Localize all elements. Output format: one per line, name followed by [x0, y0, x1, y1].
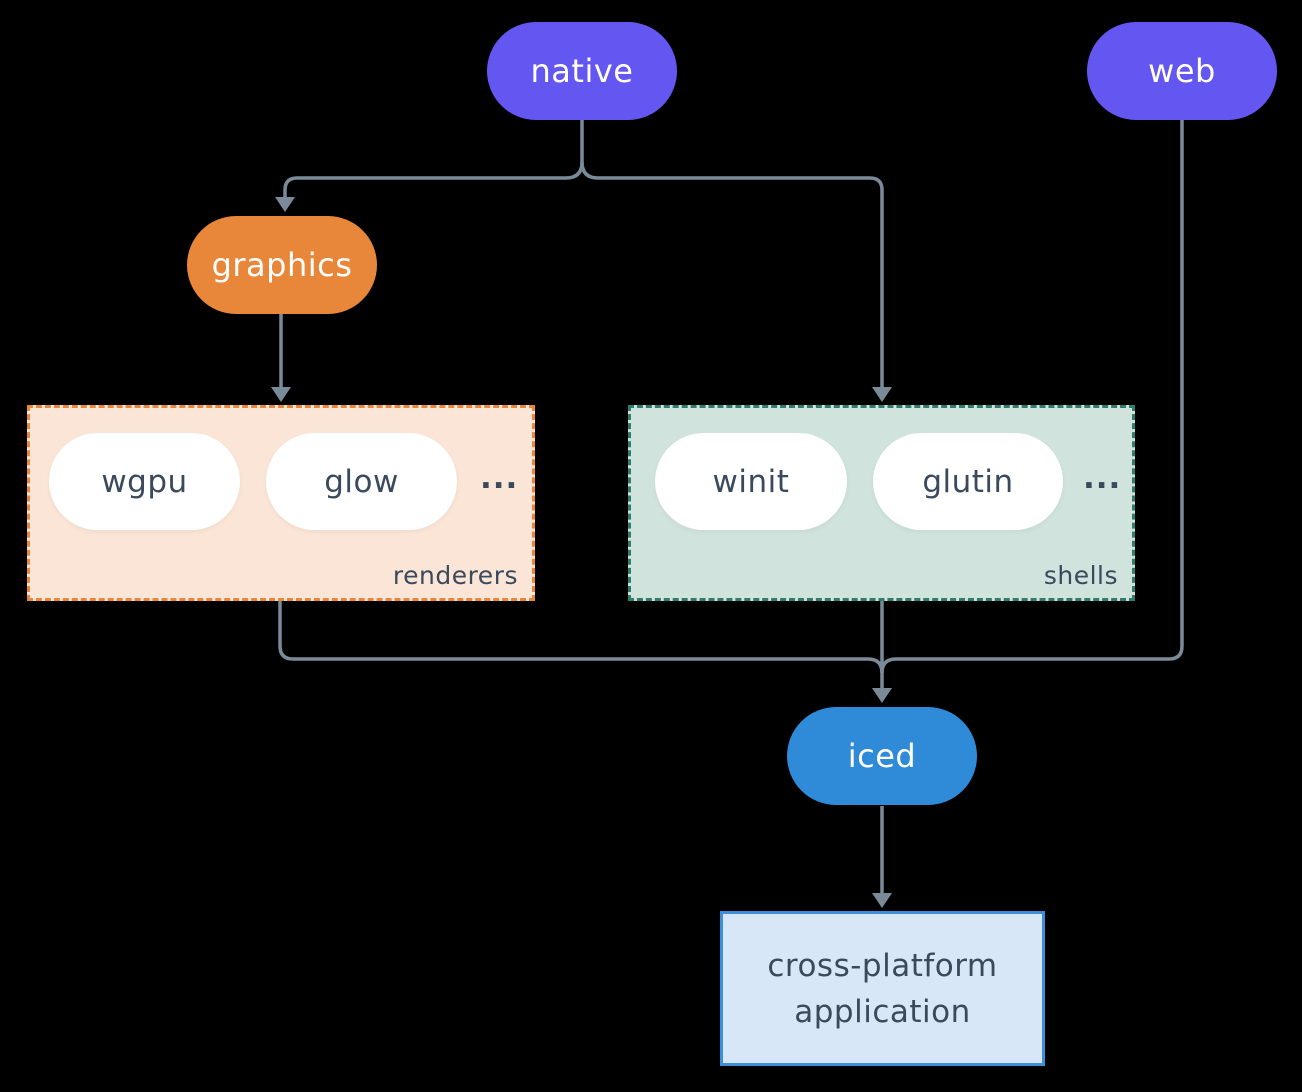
- arrowhead-into-renderers: [271, 387, 291, 402]
- shells-group-label: shells: [1043, 561, 1118, 590]
- renderers-ellipsis: ...: [480, 460, 519, 496]
- node-web: web: [1087, 22, 1277, 120]
- node-wgpu-label: wgpu: [101, 463, 188, 500]
- group-shells: winit glutin ... shells: [628, 405, 1135, 601]
- edge-native-to-shells: [580, 161, 884, 388]
- node-graphics-label: graphics: [211, 246, 353, 284]
- arrowhead-into-iced: [872, 688, 892, 703]
- renderers-group-label: renderers: [392, 561, 518, 590]
- node-wgpu: wgpu: [49, 433, 240, 530]
- arrowhead-into-graphics: [275, 197, 295, 212]
- arrowhead-into-shells: [872, 387, 892, 402]
- node-glow-label: glow: [324, 463, 399, 500]
- node-cross-platform-application: cross-platform application: [720, 911, 1045, 1066]
- node-native-label: native: [530, 52, 634, 90]
- node-web-label: web: [1148, 52, 1216, 90]
- arrowhead-into-application: [872, 893, 892, 908]
- node-native: native: [487, 22, 677, 120]
- node-glutin: glutin: [873, 433, 1063, 530]
- node-glutin-label: glutin: [922, 463, 1014, 500]
- node-graphics: graphics: [187, 216, 377, 314]
- edge-native-to-graphics: [283, 120, 584, 198]
- node-iced-label: iced: [847, 737, 917, 775]
- node-winit-label: winit: [712, 463, 790, 500]
- node-glow: glow: [266, 433, 457, 530]
- node-iced: iced: [787, 707, 977, 805]
- edge-renderers-to-iced: [278, 601, 884, 674]
- shells-ellipsis: ...: [1083, 460, 1122, 496]
- group-renderers: wgpu glow ... renderers: [27, 405, 535, 601]
- node-application-label: cross-platform application: [767, 947, 998, 1030]
- node-winit: winit: [655, 433, 847, 530]
